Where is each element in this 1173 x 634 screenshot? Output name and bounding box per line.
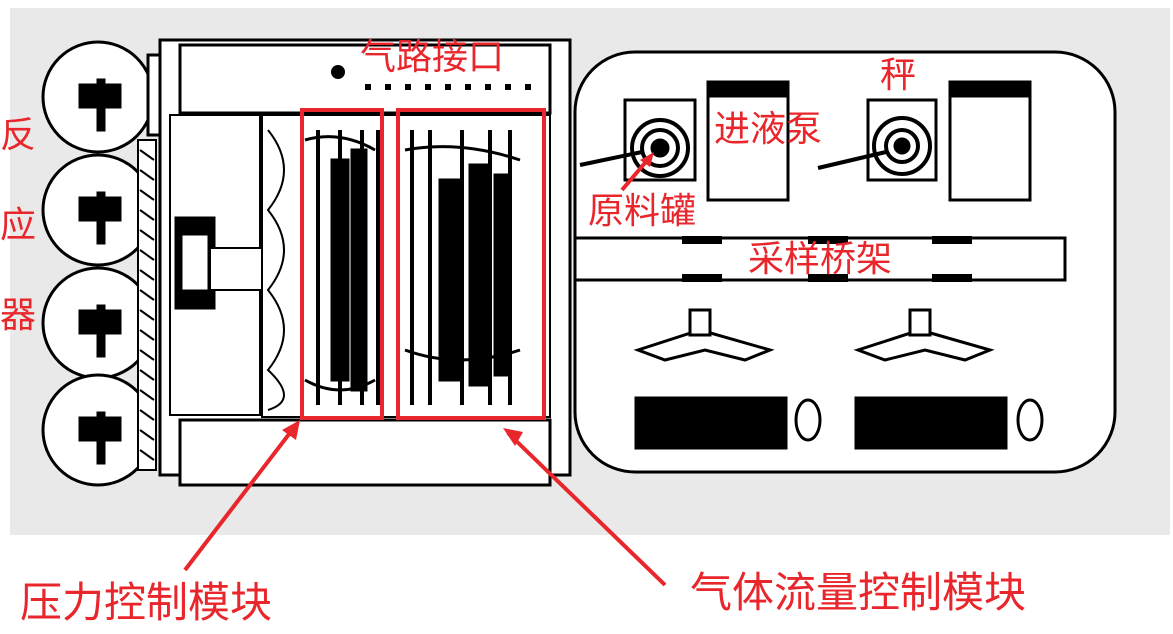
gas-flow-module-arrow <box>506 431 667 587</box>
reactor-3 <box>41 266 155 380</box>
reactor-2 <box>41 153 155 267</box>
gas-interface-label: 气路接口 <box>360 37 505 78</box>
reactor-group <box>41 40 170 487</box>
control-cabinet <box>158 38 572 487</box>
reactor-label-char-2: 应 <box>0 205 37 246</box>
pressure-module-arrow <box>183 423 298 572</box>
annotations <box>183 108 667 587</box>
reactor-4 <box>41 373 155 487</box>
reactor-label-char-1: 反 <box>0 115 37 156</box>
raw-tank-label: 原料罐 <box>588 191 697 232</box>
gas-flow-module-label: 气体流量控制模块 <box>690 568 1027 617</box>
reactor-label: 反 应 器 <box>0 118 36 334</box>
gas-flow-module-box <box>396 108 546 420</box>
sampling-bridge-label: 采样桥架 <box>748 239 893 280</box>
scale-label: 秤 <box>880 55 917 96</box>
reactor-label-char-3: 器 <box>0 295 37 336</box>
feed-pump-label: 进液泵 <box>714 109 823 150</box>
pressure-module-label: 压力控制模块 <box>20 578 273 627</box>
reactor-1 <box>41 40 170 154</box>
pressure-module-box <box>300 108 384 420</box>
